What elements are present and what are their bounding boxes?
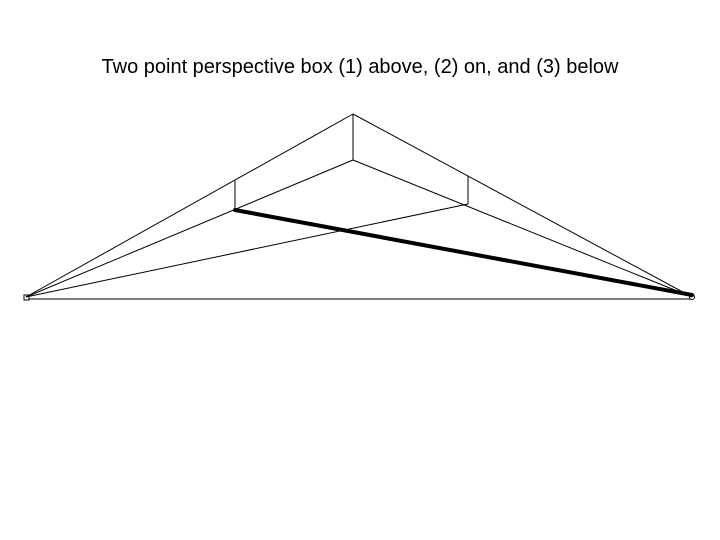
bold-back-edge-line [233, 208, 694, 297]
right-back-to-left-vp [25, 203, 469, 298]
slide-title: Two point perspective box (1) above, (2)… [101, 56, 619, 78]
top-edge-right-vp [352, 113, 693, 298]
bottom-edge-right-vp [352, 159, 693, 298]
left-vanishing-point [23, 294, 30, 301]
bottom-edge-left-vp [25, 159, 354, 298]
top-edge-left-vp [25, 113, 354, 298]
